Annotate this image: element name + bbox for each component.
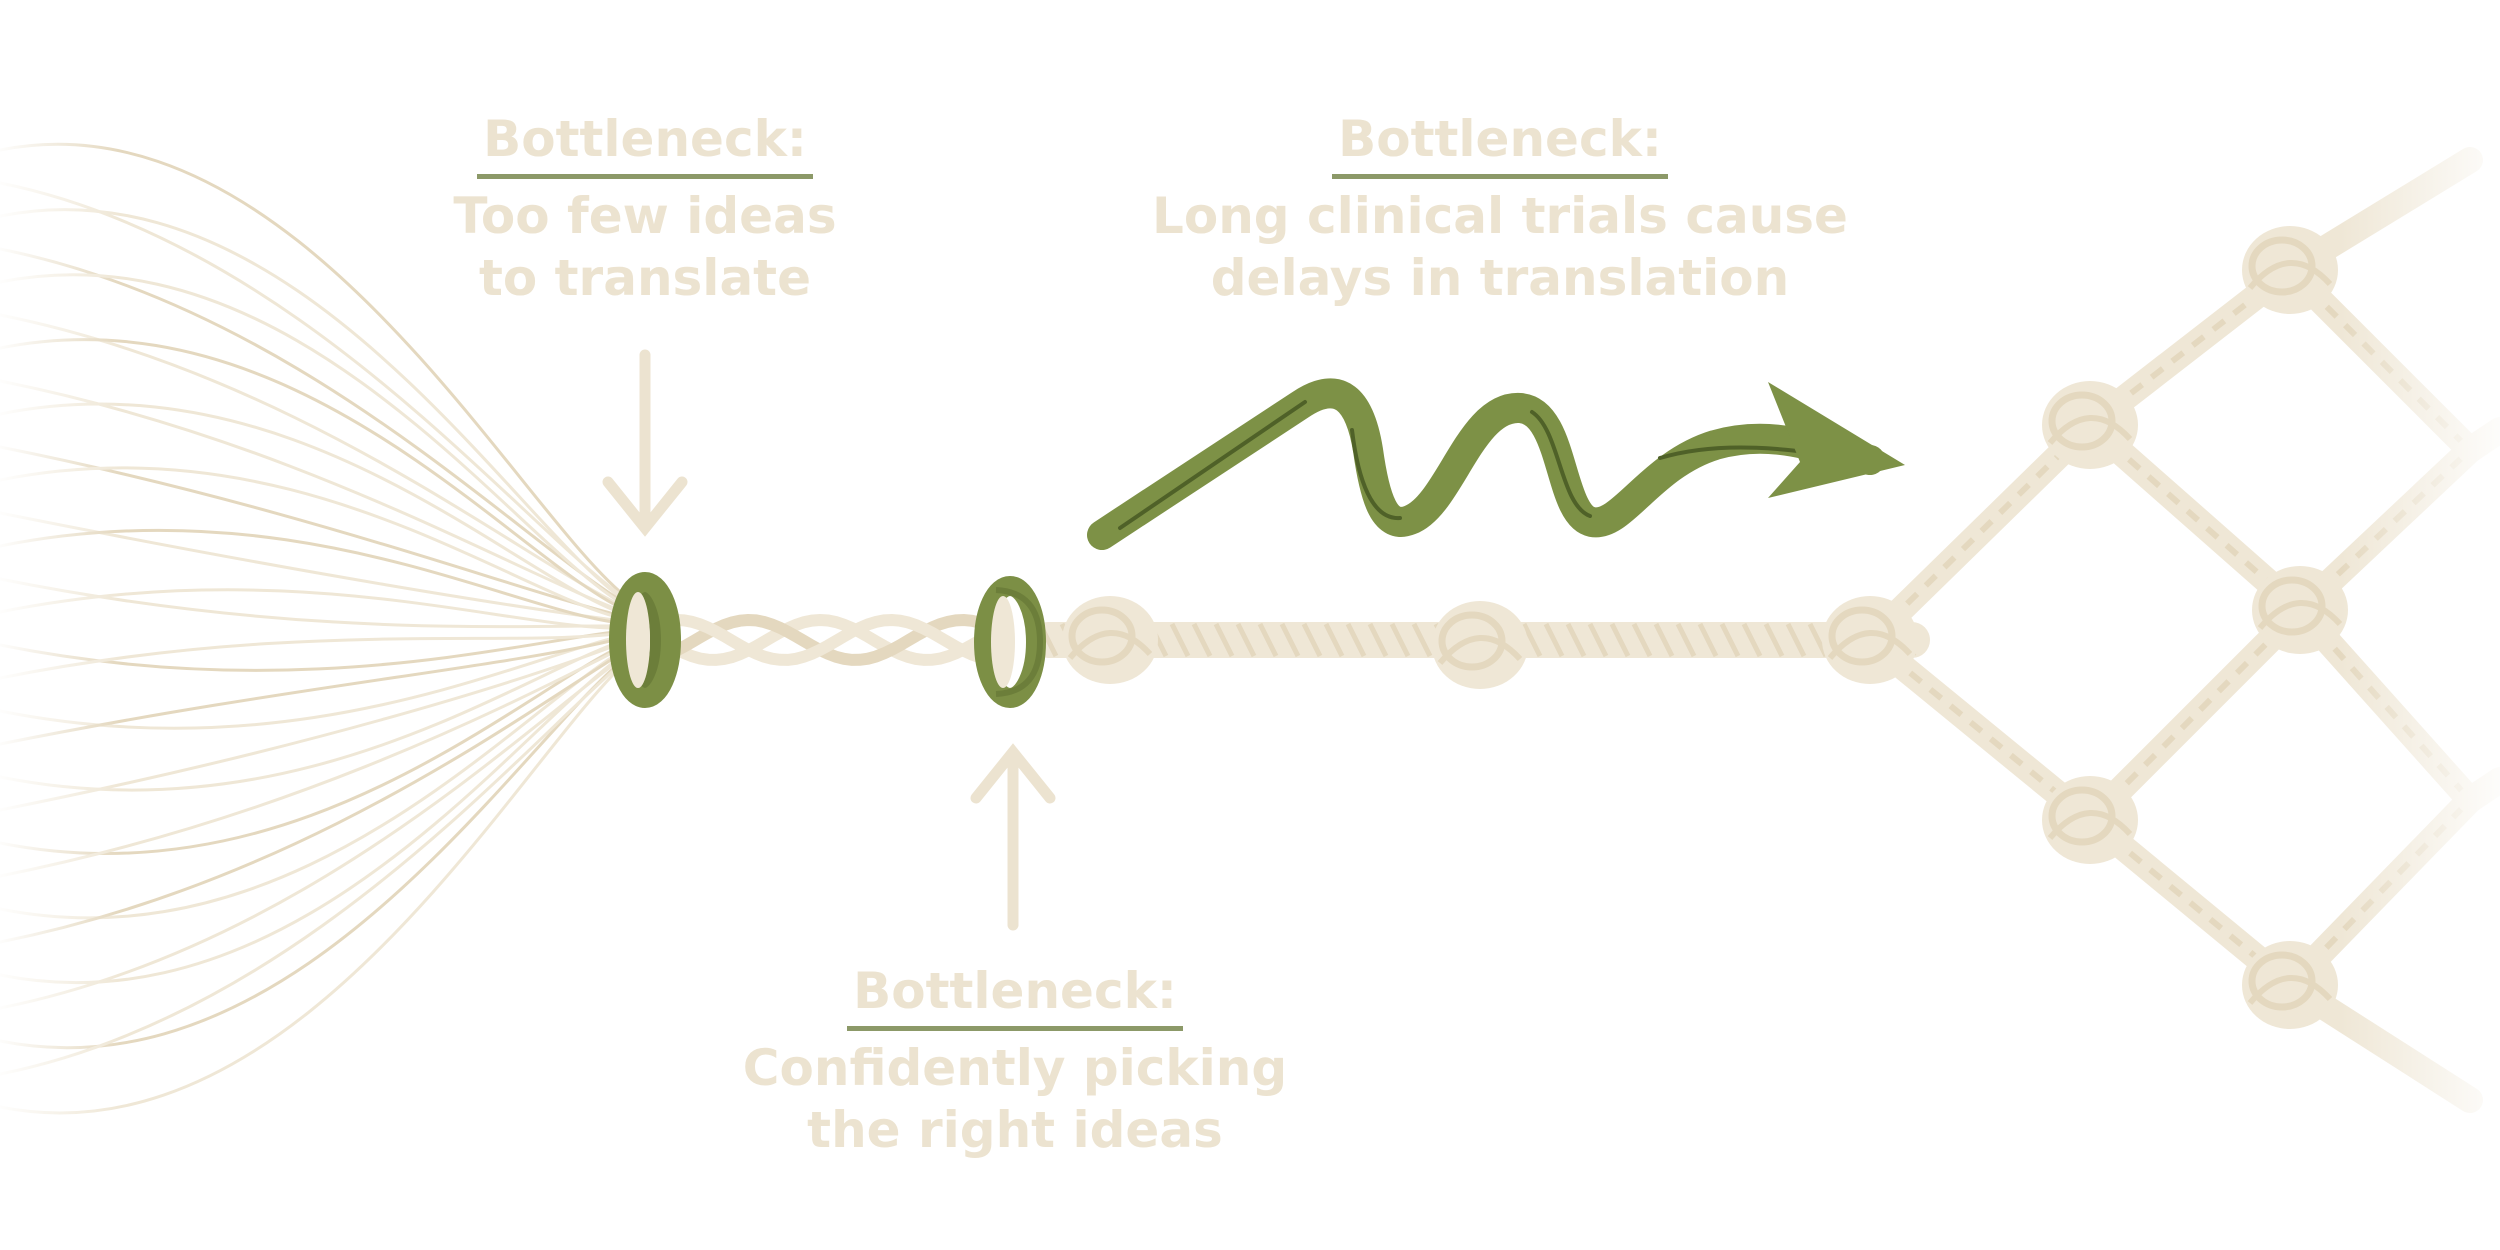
- knot-icon: [2242, 941, 2338, 1029]
- rope-knots: [1062, 226, 2348, 1029]
- knot-icon: [1062, 596, 1158, 684]
- rope-twist: [1609, 622, 1631, 658]
- rope-twist: [1279, 622, 1301, 658]
- rope-twist: [1257, 622, 1279, 658]
- rope-twist: [1675, 622, 1697, 658]
- rope-fiber: [0, 338, 632, 614]
- net-rope-texture: [2087, 607, 2303, 823]
- squiggle-arrow-icon: [1087, 378, 1905, 550]
- rope-fiber: [0, 142, 632, 602]
- frayed-rope-fibers: [0, 142, 632, 1115]
- knot-icon: [2042, 776, 2138, 864]
- knot-icon: [1822, 596, 1918, 684]
- rope-strand: [654, 613, 994, 666]
- rope-twist: [1631, 622, 1653, 658]
- rope-twist: [1411, 622, 1433, 658]
- rope-strand: [654, 613, 994, 666]
- rope-twist: [1301, 622, 1323, 658]
- label-line: delays in translation: [1210, 249, 1790, 307]
- rope-fiber: [0, 650, 632, 1010]
- up-arrow-icon: [970, 743, 1056, 931]
- rope-fiber: [0, 642, 632, 878]
- rope-fiber: [0, 646, 632, 944]
- label-heading: Bottleneck:: [477, 108, 813, 179]
- rope-twist: [1235, 622, 1257, 658]
- knot-icon: [2242, 226, 2338, 314]
- rope-twist: [1367, 622, 1389, 658]
- rope-fiber: [0, 466, 632, 622]
- rope-twist: [1565, 622, 1587, 658]
- rope-twist: [1345, 622, 1367, 658]
- right-fade: [2340, 100, 2500, 1150]
- rope-twist: [1807, 622, 1829, 658]
- label-line: Confidently picking: [742, 1039, 1288, 1097]
- rope-fiber: [0, 273, 632, 610]
- label-line: Too few ideas: [453, 187, 837, 245]
- twisted-rope-segment: [654, 613, 994, 666]
- rope-fiber: [0, 208, 632, 606]
- rope-twist: [1389, 622, 1411, 658]
- rope-fiber: [0, 528, 632, 626]
- bottleneck-label-clinical-trials: Bottleneck: Long clinical trials cause d…: [1100, 108, 1900, 309]
- rope-fiber: [0, 654, 632, 1076]
- knot-icon: [1432, 601, 1528, 689]
- rope-twist: [1213, 622, 1235, 658]
- label-line: Long clinical trials cause: [1152, 187, 1848, 245]
- ring-icon: [974, 576, 1046, 708]
- net-rope-texture: [2088, 422, 2302, 613]
- rope-twist: [1323, 622, 1345, 658]
- rope-fiber: [0, 656, 632, 1115]
- rope-twist: [1543, 622, 1565, 658]
- knot-icon: [2252, 566, 2348, 654]
- knot-icon: [2042, 381, 2138, 469]
- rope-fiber: [0, 638, 632, 812]
- rope-twist: [1763, 622, 1785, 658]
- rope-twist: [1697, 622, 1719, 658]
- rope-twist: [1587, 622, 1609, 658]
- net-rope: [1857, 412, 2103, 653]
- rope-twist: [1653, 622, 1675, 658]
- net-rope-texture: [1868, 637, 2092, 823]
- label-line: to translate: [478, 249, 811, 307]
- bottleneck-label-picking-ideas: Bottleneck: Confidently picking the righ…: [690, 960, 1340, 1161]
- rope-fiber: [0, 588, 632, 630]
- rope-twist: [1719, 622, 1741, 658]
- rope-twist: [1169, 622, 1191, 658]
- down-arrow-icon: [602, 349, 688, 537]
- bottleneck-label-ideas: Bottleneck: Too few ideas to translate: [345, 108, 945, 309]
- rope-twist: [1521, 622, 1543, 658]
- left-fade: [0, 120, 120, 1150]
- rope-fiber: [0, 630, 632, 680]
- rope-fiber: [0, 402, 632, 618]
- label-heading: Bottleneck:: [1332, 108, 1668, 179]
- rope-twist: [1191, 622, 1213, 658]
- label-line: the right ideas: [807, 1101, 1223, 1159]
- ring-icon: [609, 572, 681, 708]
- label-heading: Bottleneck:: [847, 960, 1183, 1031]
- rope-fiber: [0, 634, 632, 746]
- rope-twist: [1741, 622, 1763, 658]
- rope-twist: [1785, 622, 1807, 658]
